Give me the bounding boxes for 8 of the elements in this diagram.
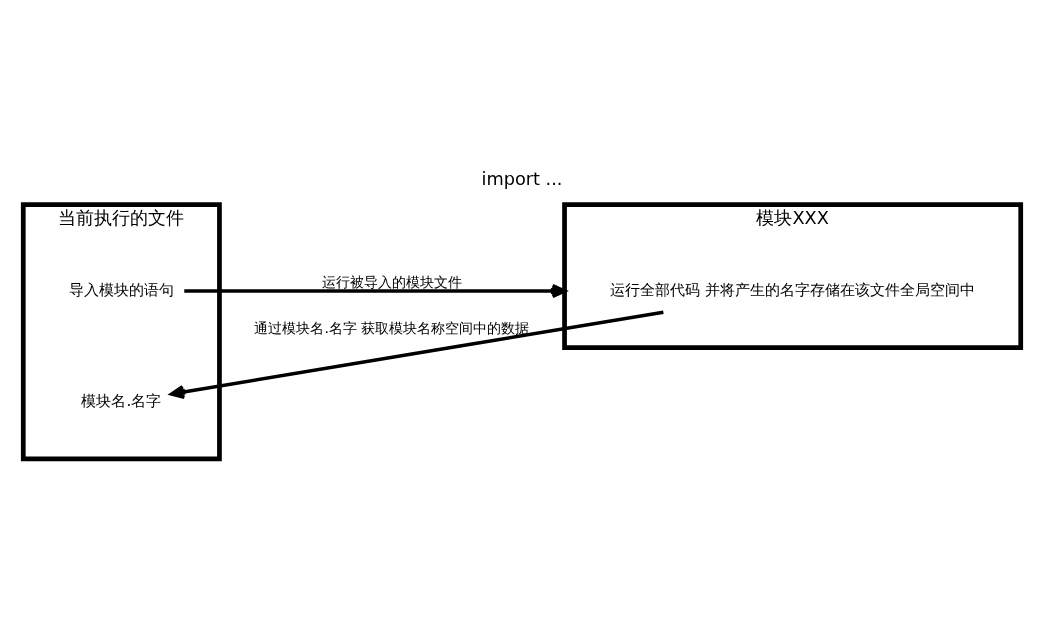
node-text: 导入模块的语句 (68, 281, 174, 300)
arrow (169, 310, 664, 399)
diagram-title: import ... (481, 168, 563, 189)
arrow (184, 283, 567, 299)
edge-label: 通过模块名.名字 获取模块名称空间中的数据 (254, 320, 530, 337)
node-text: 模块名.名字 (81, 392, 162, 411)
edge-label: 运行被导入的模块文件 (322, 273, 462, 290)
node-text: 运行全部代码 并将产生的名字存储在该文件全局空间中 (610, 281, 976, 300)
